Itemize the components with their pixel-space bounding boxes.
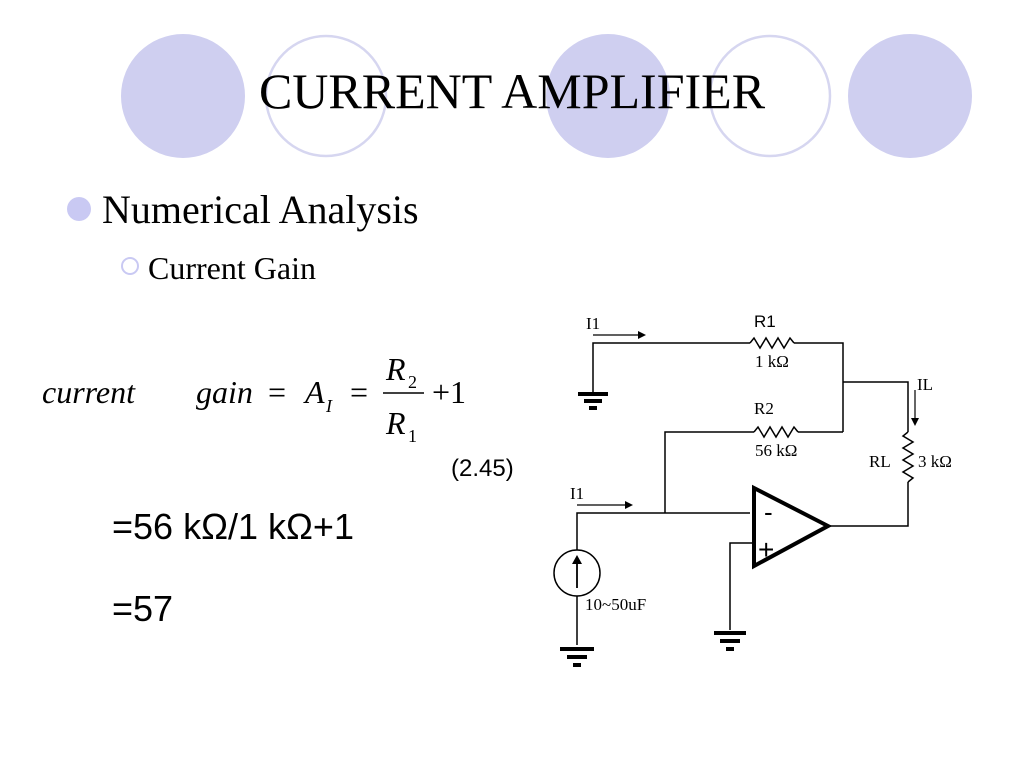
label-opamp-plus: + (758, 534, 774, 565)
label-r1-value: 1 kΩ (755, 352, 789, 371)
eq-word-gain: gain (196, 374, 253, 410)
label-i1-bottom: I1 (570, 484, 584, 503)
eq-sub-i: I (325, 396, 333, 416)
label-r2: R2 (754, 399, 774, 418)
deco-circle-filled-1 (121, 34, 245, 158)
label-r1: R1 (754, 312, 776, 331)
deco-circle-filled-2 (546, 34, 670, 158)
calc-line-result: =57 (112, 588, 174, 629)
deco-circle-filled-3 (848, 34, 972, 158)
resistor-r2 (753, 425, 799, 439)
ground-bottom-middle (714, 631, 746, 651)
eq-word-current: current (42, 374, 136, 410)
calc-line-substitution: =56 kΩ/1 kΩ+1 (112, 506, 354, 547)
eq-sub-1: 1 (408, 426, 417, 446)
ground-top-left (578, 385, 608, 410)
arrowhead-i1-top (638, 331, 646, 339)
opamp-triangle (752, 484, 833, 570)
label-il: IL (917, 375, 933, 394)
decorative-circle-banner (121, 34, 972, 158)
label-rl-value: 3 kΩ (918, 452, 952, 471)
eq-sub-2: 2 (408, 372, 417, 392)
resistor-r1 (749, 336, 795, 350)
eq-symbol-a: A (303, 374, 325, 410)
eq-denominator-r: R (385, 405, 406, 441)
label-rl: RL (869, 452, 891, 471)
bullet-dot-icon (67, 197, 91, 221)
bullet-numerical-analysis: Numerical Analysis (102, 187, 419, 232)
eq-equals-1: = (268, 374, 286, 410)
deco-circle-outline-2 (708, 34, 832, 158)
wire-input-bottom (576, 512, 750, 550)
label-opamp-minus: - (764, 497, 773, 527)
deco-circle-outline-1 (264, 34, 388, 158)
label-i1-top: I1 (586, 314, 600, 333)
wire-r2-left (664, 431, 754, 513)
arrowhead-il (911, 418, 919, 426)
eq-numerator-r: R (385, 351, 406, 387)
wire-input-top (592, 342, 750, 385)
bullet-ring-icon (121, 257, 139, 275)
wire-r1-right (794, 342, 844, 382)
arrowhead-i1-bottom (625, 501, 633, 509)
bullet-current-gain: Current Gain (148, 250, 316, 286)
eq-plus-one: +1 (432, 374, 466, 410)
resistor-rl (901, 431, 915, 483)
wire-plus-to-ground (729, 542, 754, 630)
label-source-value: 10~50uF (585, 595, 646, 614)
wire-rl-to-output (828, 482, 909, 527)
current-gain-equation: current gain A R R = = +1 I 2 1 (42, 351, 466, 446)
wire-node-to-rl (843, 381, 909, 432)
arrowhead-source (572, 555, 582, 564)
ground-bottom-left (560, 647, 594, 667)
label-r2-value: 56 kΩ (755, 441, 797, 460)
slide-title: CURRENT AMPLIFIER (258, 63, 766, 119)
equation-number: (2.45) (451, 455, 514, 482)
current-amplifier-circuit: I1 R1 1 kΩ IL R2 56 kΩ RL 3 kΩ I1 - + 10… (553, 312, 952, 667)
eq-equals-2: = (350, 374, 368, 410)
